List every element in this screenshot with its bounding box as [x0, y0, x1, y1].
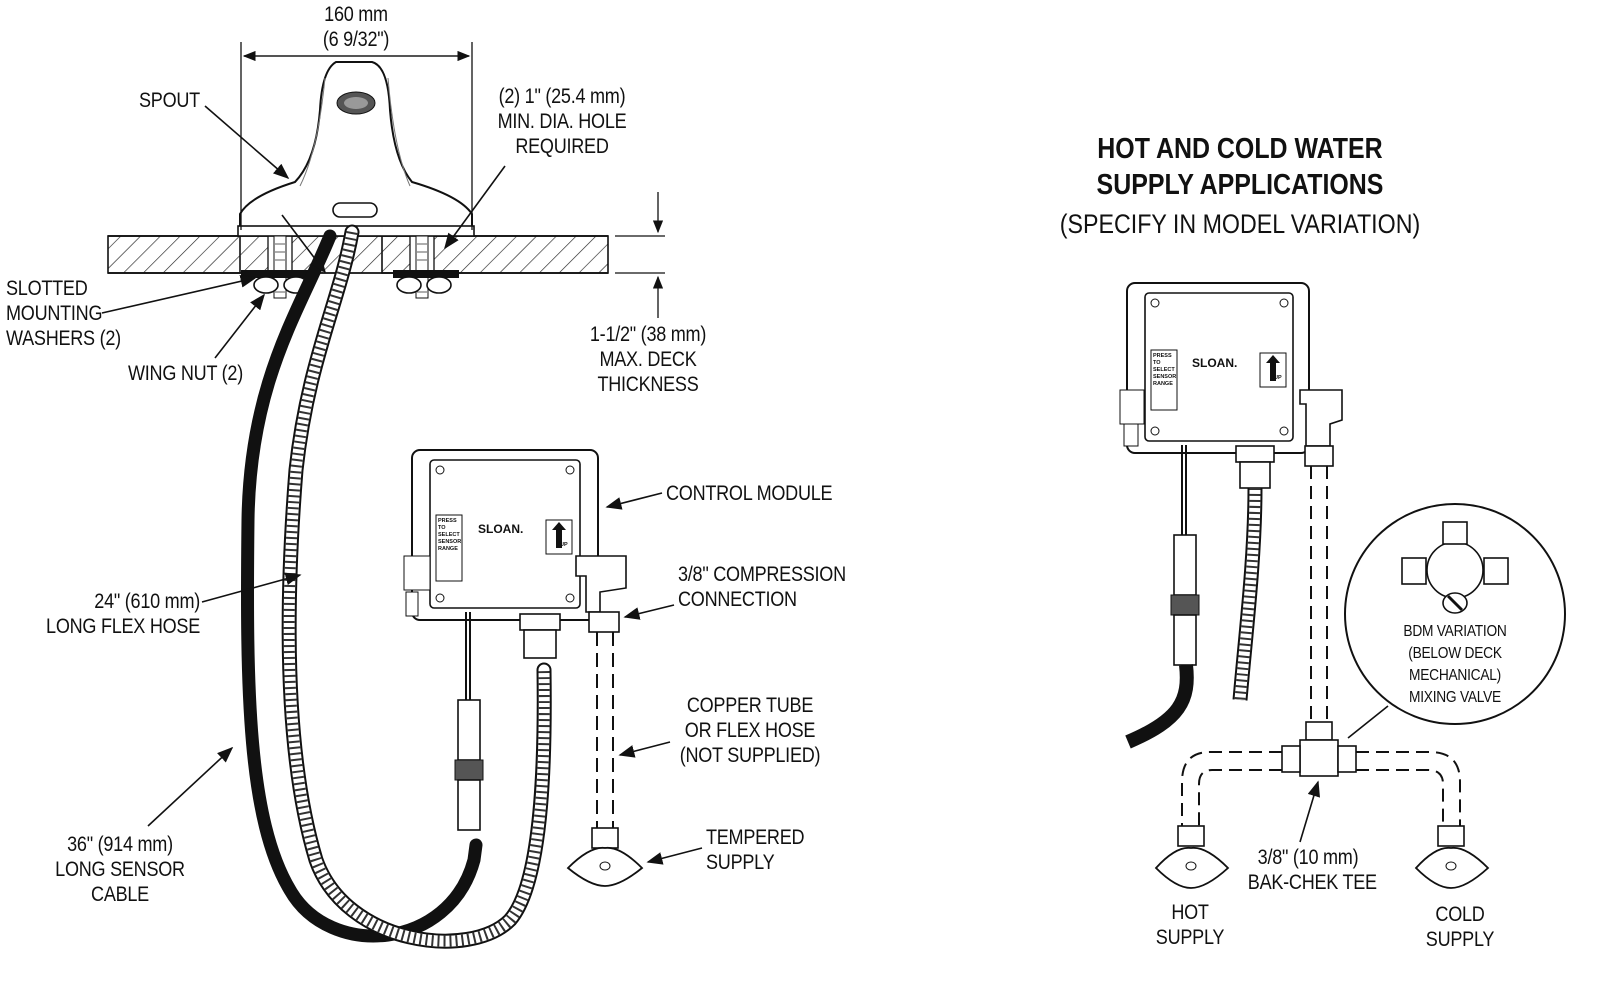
tempered-supply-label: TEMPERED SUPPLY: [706, 826, 805, 874]
width-dimension-label: 160 mm (6 9/32"): [322, 3, 390, 51]
right-panel-subtitle: (SPECIFY IN MODEL VARIATION): [1059, 209, 1421, 239]
deck-thickness-label: 1-1/2" (38 mm) MAX. DECK THICKNESS: [589, 323, 707, 396]
button-text-left: PRESS TO SELECT SENSOR RANGE: [438, 518, 462, 552]
cold-supply-label: COLD SUPPLY: [1425, 903, 1495, 951]
up-label-left: UP: [560, 542, 568, 548]
copper-tube-label: COPPER TUBE OR FLEX HOSE (NOT SUPPLIED): [679, 694, 821, 767]
tee-label: 3/8" (10 mm) BAK-CHEK TEE: [1247, 846, 1377, 894]
right-panel-title: HOT AND COLD WATER SUPPLY APPLICATIONS: [1096, 133, 1384, 201]
spout-label: SPOUT: [139, 89, 200, 112]
control-module-right: [1119, 282, 1343, 666]
bdm-label: BDM VARIATION (BELOW DECK MECHANICAL) MI…: [1403, 623, 1507, 706]
compression-label: 3/8" COMPRESSION CONNECTION: [678, 563, 846, 611]
tee-leader-arrow: [1299, 780, 1320, 843]
dimension-lines: [240, 42, 665, 318]
deck: [107, 235, 609, 274]
washers-label: SLOTTED MOUNTING WASHERS (2): [6, 277, 121, 350]
bdm-callout: [1344, 503, 1566, 739]
spout: [237, 61, 475, 237]
sensor-cable-right: [1125, 664, 1194, 749]
hot-supply-label: HOT SUPPLY: [1155, 901, 1225, 949]
button-text-right: PRESS TO SELECT SENSOR RANGE: [1153, 353, 1177, 387]
brand-logo-right: SLOAN.: [1192, 356, 1238, 370]
wing-nut-label: WING NUT (2): [128, 362, 243, 385]
brand-logo-left: SLOAN.: [478, 522, 524, 536]
copper-tube: [566, 632, 644, 887]
hole-label: (2) 1" (25.4 mm) MIN. DIA. HOLE REQUIRED: [497, 85, 627, 158]
up-label-right: UP: [1274, 375, 1282, 381]
supply-piping: [1181, 466, 1461, 826]
control-module: [403, 449, 627, 831]
hot-supply-valve: [1154, 825, 1230, 889]
bak-chek-tee: [1281, 721, 1357, 777]
flex-hose-label: 24" (610 mm) LONG FLEX HOSE: [46, 590, 200, 638]
sensor-cable-label: 36" (914 mm) LONG SENSOR CABLE: [55, 833, 185, 906]
leader-arrows: [101, 105, 703, 865]
control-module-label: CONTROL MODULE: [666, 482, 833, 505]
cold-supply-valve: [1414, 825, 1490, 889]
